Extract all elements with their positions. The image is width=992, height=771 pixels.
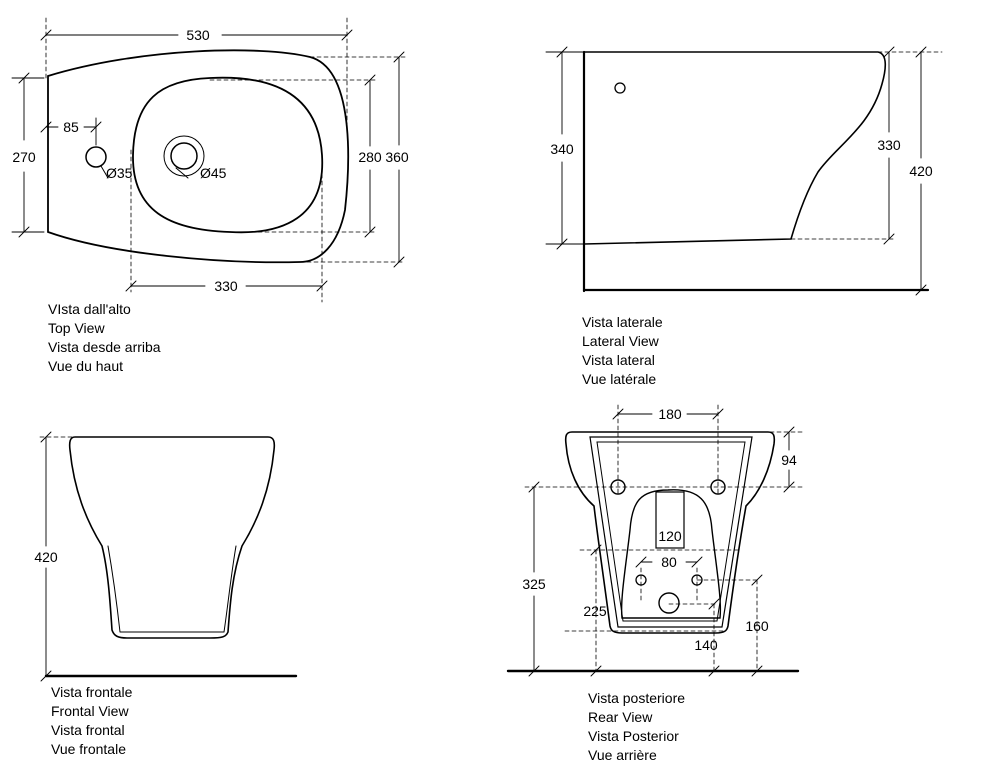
dim-420-lateral: 420 xyxy=(909,163,933,179)
caption-line: Vue arrière xyxy=(588,747,657,763)
front-dimension-lines xyxy=(40,431,52,682)
caption-line: Vista frontal xyxy=(51,722,125,738)
dim-120: 120 xyxy=(658,528,682,544)
caption-line: Lateral View xyxy=(582,333,659,349)
caption-line: Vista laterale xyxy=(582,314,663,330)
top-dimension-lines xyxy=(11,29,405,292)
dim-140: 140 xyxy=(694,637,718,653)
dim-180: 180 xyxy=(658,406,682,422)
caption-line: Rear View xyxy=(588,709,653,725)
caption-line: Vista lateral xyxy=(582,352,655,368)
rear-extension-lines xyxy=(524,404,806,672)
caption-line: Vista posteriore xyxy=(588,690,686,706)
lateral-profile xyxy=(583,51,887,245)
dim-360: 360 xyxy=(385,149,409,165)
front-outline xyxy=(68,436,276,639)
rear-outline xyxy=(564,431,776,634)
lateral-extension-lines xyxy=(790,51,943,240)
top-view: 530 270 280 360 85 Ø35 Ø45 330 xyxy=(11,17,409,303)
top-extension-lines xyxy=(45,17,406,303)
rear-drain-hole xyxy=(658,592,680,614)
dim-280: 280 xyxy=(358,149,382,165)
front-inner-line xyxy=(107,545,237,633)
rear-opening xyxy=(620,489,722,619)
lateral-dimension-lines xyxy=(545,46,927,296)
rear-inner-frame xyxy=(589,436,753,628)
dim-420-front: 420 xyxy=(34,549,58,565)
caption-line: Vista frontale xyxy=(51,684,133,700)
top-outline xyxy=(47,49,350,264)
tap-hole-large-ring xyxy=(163,135,205,177)
caption-line: Vista Posterior xyxy=(588,728,679,744)
tap-hole-small xyxy=(85,146,107,168)
dim-330: 330 xyxy=(214,278,238,294)
dim-160: 160 xyxy=(745,618,769,634)
dim-270: 270 xyxy=(12,149,36,165)
lateral-view-caption: Vista laterale Lateral View Vista latera… xyxy=(582,313,663,389)
tap-hole-large xyxy=(170,142,198,170)
caption-line: Vue du haut xyxy=(48,358,123,374)
caption-line: Vue frontale xyxy=(51,741,126,757)
rear-inner-frame-2 xyxy=(596,441,746,622)
rear-view-caption: Vista posteriore Rear View Vista Posteri… xyxy=(588,689,685,765)
front-view-caption: Vista frontale Frontal View Vista fronta… xyxy=(51,683,132,759)
lateral-fixing-hole xyxy=(614,82,626,94)
lateral-view: 340 330 420 xyxy=(545,46,943,296)
front-view: 420 xyxy=(34,431,298,682)
top-view-caption: VIsta dall'alto Top View Vista desde arr… xyxy=(48,300,161,376)
dim-diameter-45: Ø45 xyxy=(200,165,227,181)
dim-530: 530 xyxy=(186,27,210,43)
dim-330-lateral: 330 xyxy=(877,137,901,153)
caption-line: VIsta dall'alto xyxy=(48,301,131,317)
caption-line: Top View xyxy=(48,320,105,336)
rear-dimension-lines xyxy=(528,408,795,677)
dim-325: 325 xyxy=(522,576,546,592)
caption-line: Frontal View xyxy=(51,703,129,719)
dim-94: 94 xyxy=(781,452,797,468)
dim-340: 340 xyxy=(550,141,574,157)
dim-80: 80 xyxy=(661,554,677,570)
caption-line: Vista desde arriba xyxy=(48,339,161,355)
caption-line: Vue latérale xyxy=(582,371,657,387)
top-bowl xyxy=(132,76,323,234)
rear-inlet-slot xyxy=(655,491,685,549)
dim-85: 85 xyxy=(63,119,79,135)
rear-view: 180 94 120 80 325 225 140 160 xyxy=(506,404,806,677)
dim-225: 225 xyxy=(583,603,607,619)
dim-diameter-35: Ø35 xyxy=(106,165,133,181)
